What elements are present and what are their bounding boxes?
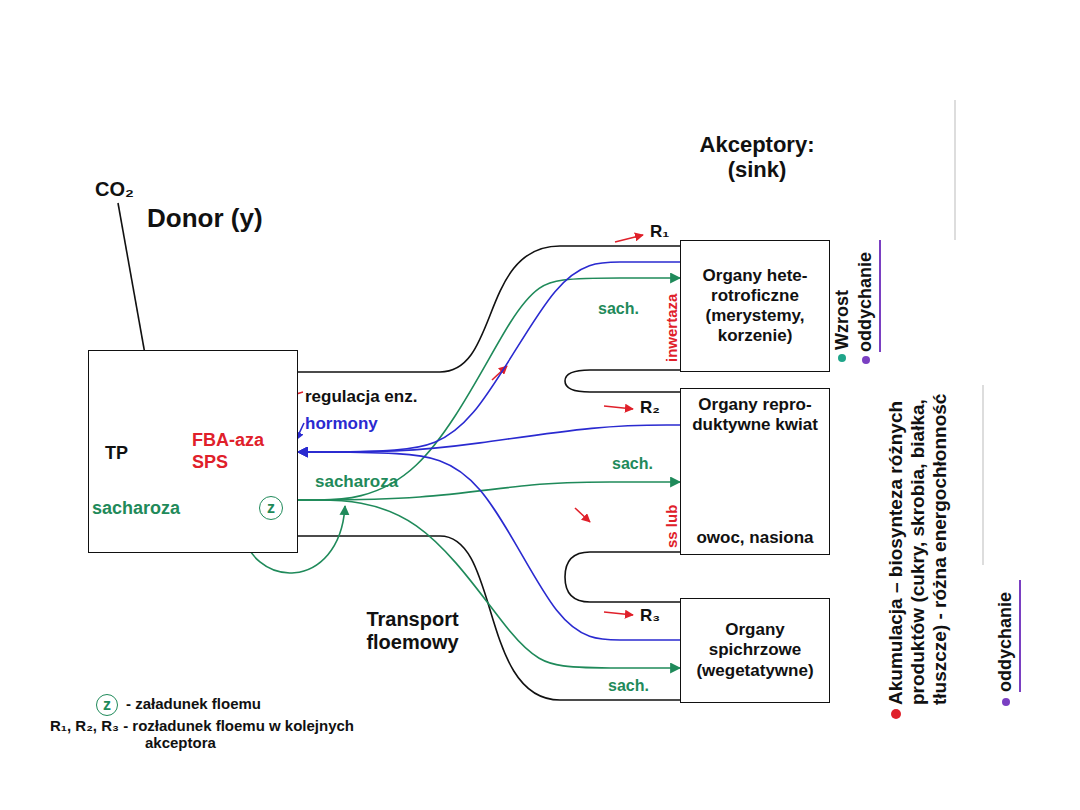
node-text: z xyxy=(267,500,275,516)
process-label: Wzrost xyxy=(832,280,853,350)
transport-label: sach. xyxy=(608,677,649,695)
process-note: Akumulacja – biosynteza różnych produktó… xyxy=(885,385,951,705)
sink-box: Organy hete- rotroficzne (merystemy, kor… xyxy=(680,240,830,372)
metabolite-label: sacharoza xyxy=(92,498,180,519)
phloem-flow xyxy=(298,500,680,668)
transport-label: sacharoza xyxy=(315,472,398,492)
hormone-signal xyxy=(298,262,680,452)
enzyme-label: inwertaza xyxy=(663,286,680,362)
sink-box: Organy spichrzowe (wegetatywne) xyxy=(680,598,830,703)
section-heading: Transport floemowy xyxy=(330,608,495,654)
tube-wall xyxy=(565,552,680,602)
separator xyxy=(983,385,984,565)
phloem-flow xyxy=(298,278,680,500)
bullet xyxy=(1002,698,1010,706)
process-label: oddychanie xyxy=(995,580,1016,692)
unloading-arrow xyxy=(615,235,643,242)
unloading-label: R₂ xyxy=(640,398,660,418)
node-text: Organy repro- duktywne kwiat xyxy=(686,395,824,435)
gas-label: CO₂ xyxy=(95,178,134,201)
unloading-arrow xyxy=(604,612,633,615)
tube-wall xyxy=(565,370,680,392)
enzyme-label: FBA-aza xyxy=(192,430,264,451)
unloading-label: R₃ xyxy=(640,606,660,626)
legend-text: - załadunek floemu xyxy=(126,695,326,712)
tube-wall xyxy=(298,536,680,700)
legend-text: R₁, R₂, R₃ - rozładunek floemu w kolejny… xyxy=(50,717,407,752)
underline xyxy=(879,240,881,352)
bullet xyxy=(838,354,846,362)
enzyme-label: ss lub xyxy=(663,488,680,548)
bullet xyxy=(862,356,870,364)
bullet xyxy=(891,709,901,719)
regulation-arrow xyxy=(575,508,590,522)
hormone-label: hormony xyxy=(305,414,378,434)
separator xyxy=(955,100,956,240)
node-text: owoc, nasiona xyxy=(686,528,824,548)
unloading-label: R₁ xyxy=(650,222,669,242)
process-label: oddychanie xyxy=(855,240,876,352)
unloading-arrow xyxy=(604,406,633,409)
node-text: Organy hete- rotroficzne (merystemy, kor… xyxy=(686,266,824,346)
legend-symbol: z xyxy=(96,694,118,716)
node-text: Organy spichrzowe (wegetatywne) xyxy=(686,620,824,680)
transport-label: sach. xyxy=(612,455,653,473)
sink-box: Organy repro- duktywne kwiat owoc, nasion… xyxy=(680,388,830,555)
phloem-tube xyxy=(298,246,680,700)
tube-wall xyxy=(298,246,680,372)
underline xyxy=(1019,580,1021,692)
regulation-label: regulacja enz. xyxy=(305,387,417,407)
transport-label: sach. xyxy=(598,300,639,318)
hormone-signal xyxy=(298,452,680,640)
enzyme-label: SPS xyxy=(192,452,228,473)
section-heading: Akceptory: (sink) xyxy=(672,132,842,183)
loading-circle: z xyxy=(259,496,283,520)
node-heading: Donor (y) xyxy=(147,203,263,234)
co2-arrow xyxy=(118,203,148,371)
metabolite-label: TP xyxy=(105,443,128,464)
